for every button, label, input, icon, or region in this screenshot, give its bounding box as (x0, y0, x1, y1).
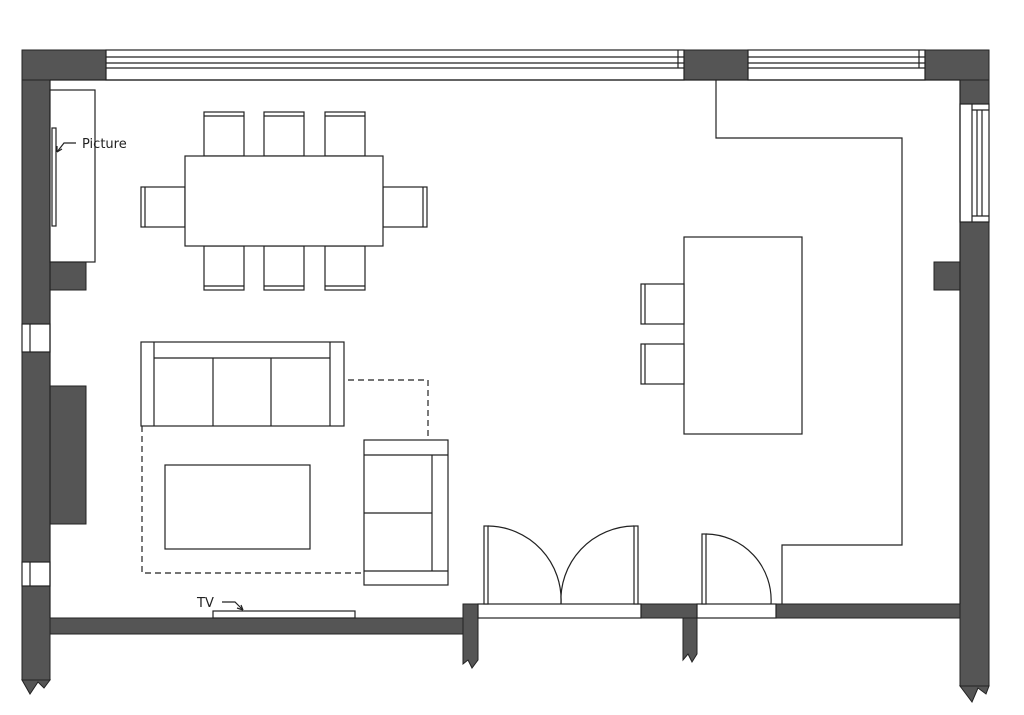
dining-chair (324, 111, 366, 157)
wall-top-left-corner (21, 49, 107, 81)
wall-right-stub (933, 261, 961, 291)
wall-left-stub (49, 261, 87, 291)
tv-leader (222, 601, 244, 611)
wall-left-upper (21, 79, 51, 325)
bar-stool (640, 343, 685, 385)
dining-chair (203, 111, 245, 157)
loveseat (363, 439, 449, 586)
dining-chair (263, 245, 305, 291)
kitchen-counter (715, 80, 903, 604)
sofa (140, 341, 345, 427)
window-top-right (747, 49, 926, 81)
window-top-left (105, 49, 685, 81)
wall-left-break (21, 679, 51, 695)
window-left-lower (21, 561, 51, 587)
picture-frame: Picture (49, 89, 127, 263)
picture-leader (56, 142, 76, 153)
wall-top-right-corner (924, 49, 990, 81)
kitchen-island-set (640, 236, 803, 435)
dining-chair (263, 111, 305, 157)
bar-stool (640, 283, 685, 325)
wall-bottom-right (775, 603, 961, 619)
wall-right-break (959, 685, 990, 703)
dining-chair (203, 245, 245, 291)
wall-top-pier (683, 49, 749, 81)
window-left-upper (21, 323, 51, 353)
fireplace (49, 385, 87, 525)
door-swing (705, 533, 772, 605)
wall-bottom-pier (640, 603, 698, 619)
door-leaf-right (633, 525, 639, 605)
wall-right-upper (959, 79, 990, 105)
kitchen-island (683, 236, 803, 435)
single-door (696, 533, 777, 619)
coffee-table (164, 464, 311, 550)
tv-label: TV (196, 596, 214, 611)
wall-bottom-jamb-mid (682, 617, 698, 664)
walls (21, 49, 990, 703)
wall-right-lower (959, 221, 990, 687)
dining-chair (382, 186, 428, 228)
wall-bottom-left (49, 617, 464, 635)
window-right (959, 103, 990, 223)
door-swing-left (487, 525, 562, 605)
dining-table (184, 155, 384, 247)
double-door (477, 525, 642, 619)
door-swing-right (560, 525, 635, 605)
wall-left-lower (21, 585, 51, 681)
dining-set (140, 111, 428, 291)
wall-bottom-jamb-left (462, 603, 479, 669)
tv: TV (196, 596, 356, 619)
door-leaf (701, 533, 707, 605)
dining-chair (324, 245, 366, 291)
door-leaf-left (483, 525, 489, 605)
dining-chair (140, 186, 186, 228)
wall-left-middle (21, 351, 51, 563)
picture-label: Picture (82, 137, 127, 152)
area-rug (141, 379, 429, 574)
